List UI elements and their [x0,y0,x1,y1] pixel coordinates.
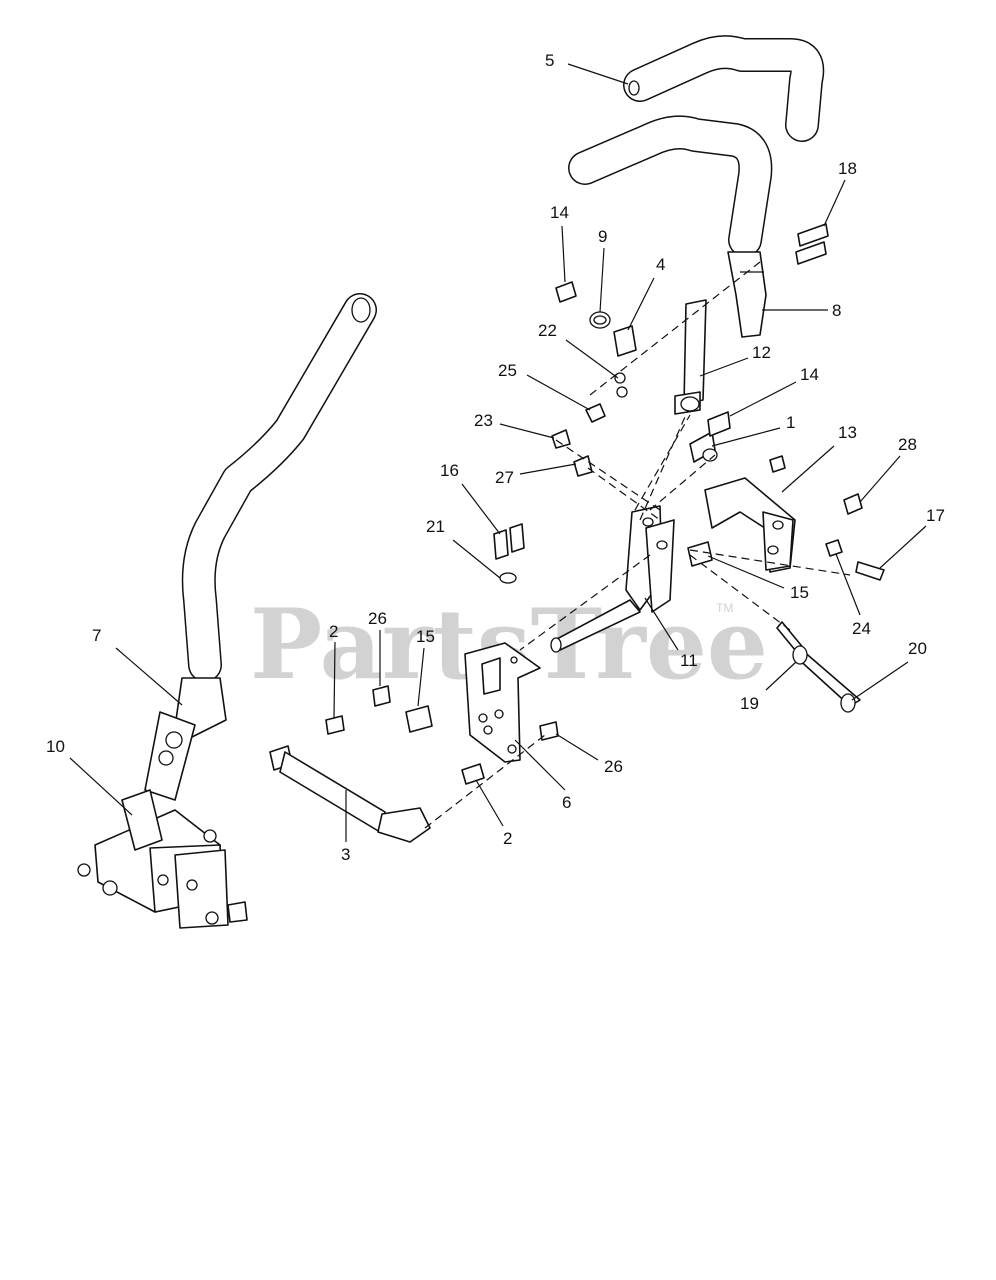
callout-15: 15 [790,583,809,602]
damper [269,745,431,843]
callout-28: 28 [898,435,917,454]
callout-7: 7 [92,626,101,645]
callout-24: 24 [852,619,871,638]
control-handle-upper [623,35,825,142]
callout-25: 25 [498,361,517,380]
callout-21: 21 [426,517,445,536]
link-bar [674,299,707,415]
callout-3: 3 [341,845,350,864]
callout-5: 5 [545,51,554,70]
leader-lines [69,63,927,842]
callout-26: 26 [604,757,623,776]
callout-8: 8 [832,301,841,320]
callouts: 5 18 14 9 4 8 22 12 25 14 1 23 13 28 16 … [46,51,945,864]
callout-16: 16 [440,461,459,480]
callout-6: 6 [562,793,571,812]
callout-13: 13 [838,423,857,442]
callout-15: 15 [416,627,435,646]
control-shaft [550,505,675,653]
control-lever-left [144,293,377,801]
callout-2: 2 [329,622,338,641]
callout-9: 9 [598,227,607,246]
callout-14: 14 [800,365,819,384]
control-handle-right [568,115,773,338]
hardware-small [325,223,885,785]
callout-14: 14 [550,203,569,222]
callout-2: 2 [503,829,512,848]
callout-17: 17 [926,506,945,525]
callout-18: 18 [838,159,857,178]
callout-12: 12 [752,343,771,362]
assembly-lines [424,261,851,829]
callout-26: 26 [368,609,387,628]
arm-bushing [689,431,718,463]
callout-27: 27 [495,468,514,487]
callout-19: 19 [740,694,759,713]
callout-20: 20 [908,639,927,658]
callout-4: 4 [656,255,665,274]
mount-bracket [704,477,796,573]
callout-22: 22 [538,321,557,340]
callout-23: 23 [474,411,493,430]
mount-plate [464,642,541,763]
callout-10: 10 [46,737,65,756]
lever-base [77,789,248,929]
watermark-tm: TM [716,601,733,615]
callout-1: 1 [786,413,795,432]
callout-11: 11 [680,651,698,670]
